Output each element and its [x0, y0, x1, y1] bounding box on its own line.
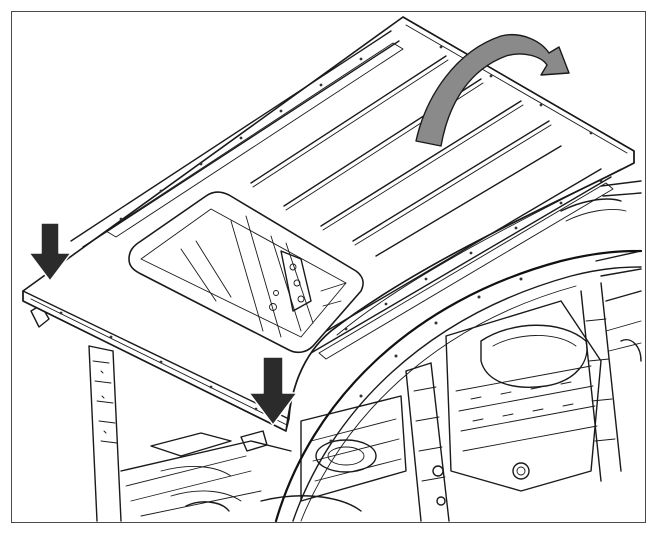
roof-panel-diagram — [22, 16, 643, 522]
vehicle-body-structure — [30, 249, 643, 522]
a-pillar-left — [88, 345, 122, 522]
roof-panel-outline — [22, 16, 635, 432]
down-arrow-icon — [248, 356, 298, 426]
roof-flange-left — [70, 30, 400, 248]
roof-panel — [22, 16, 635, 432]
c-pillar — [580, 282, 622, 482]
rear-header — [560, 180, 642, 222]
sunroof-opening — [128, 191, 364, 354]
rotation-arrow-icon — [415, 34, 570, 147]
down-arrow-icon — [28, 222, 72, 282]
b-pillar — [405, 362, 450, 522]
panel-fastener-dots — [59, 45, 603, 411]
body-clip — [240, 430, 268, 452]
roof-side-rail — [274, 249, 643, 522]
illustration-frame — [11, 11, 646, 523]
roof-flange-right — [300, 168, 612, 354]
rear-floor — [445, 300, 602, 492]
